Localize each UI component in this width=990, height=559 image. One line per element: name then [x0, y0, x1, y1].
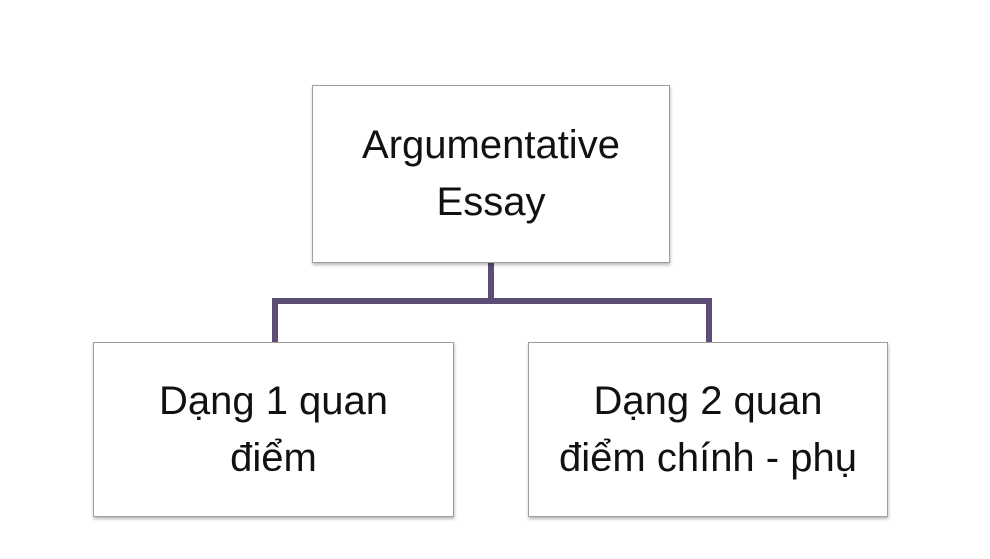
- node-argumentative-essay: Argumentative Essay: [312, 85, 670, 263]
- node-label-line: Argumentative: [362, 123, 620, 168]
- connector-drop-right: [706, 298, 712, 344]
- node-label-line: điểm chính - phụ: [559, 435, 857, 480]
- connector-drop-left: [272, 298, 278, 344]
- node-dang-1-quan-diem: Dạng 1 quan điểm: [93, 342, 454, 517]
- connector-horizontal-bar: [272, 298, 712, 304]
- node-dang-2-quan-diem-chinh-phu: Dạng 2 quan điểm chính - phụ: [528, 342, 888, 517]
- node-label-line: Dạng 2 quan: [593, 378, 823, 423]
- node-label-line: Essay: [436, 180, 546, 224]
- node-label-line: Dạng 1 quan: [158, 378, 389, 423]
- connector-root-stem: [488, 262, 494, 304]
- node-label-line: điểm: [230, 435, 317, 480]
